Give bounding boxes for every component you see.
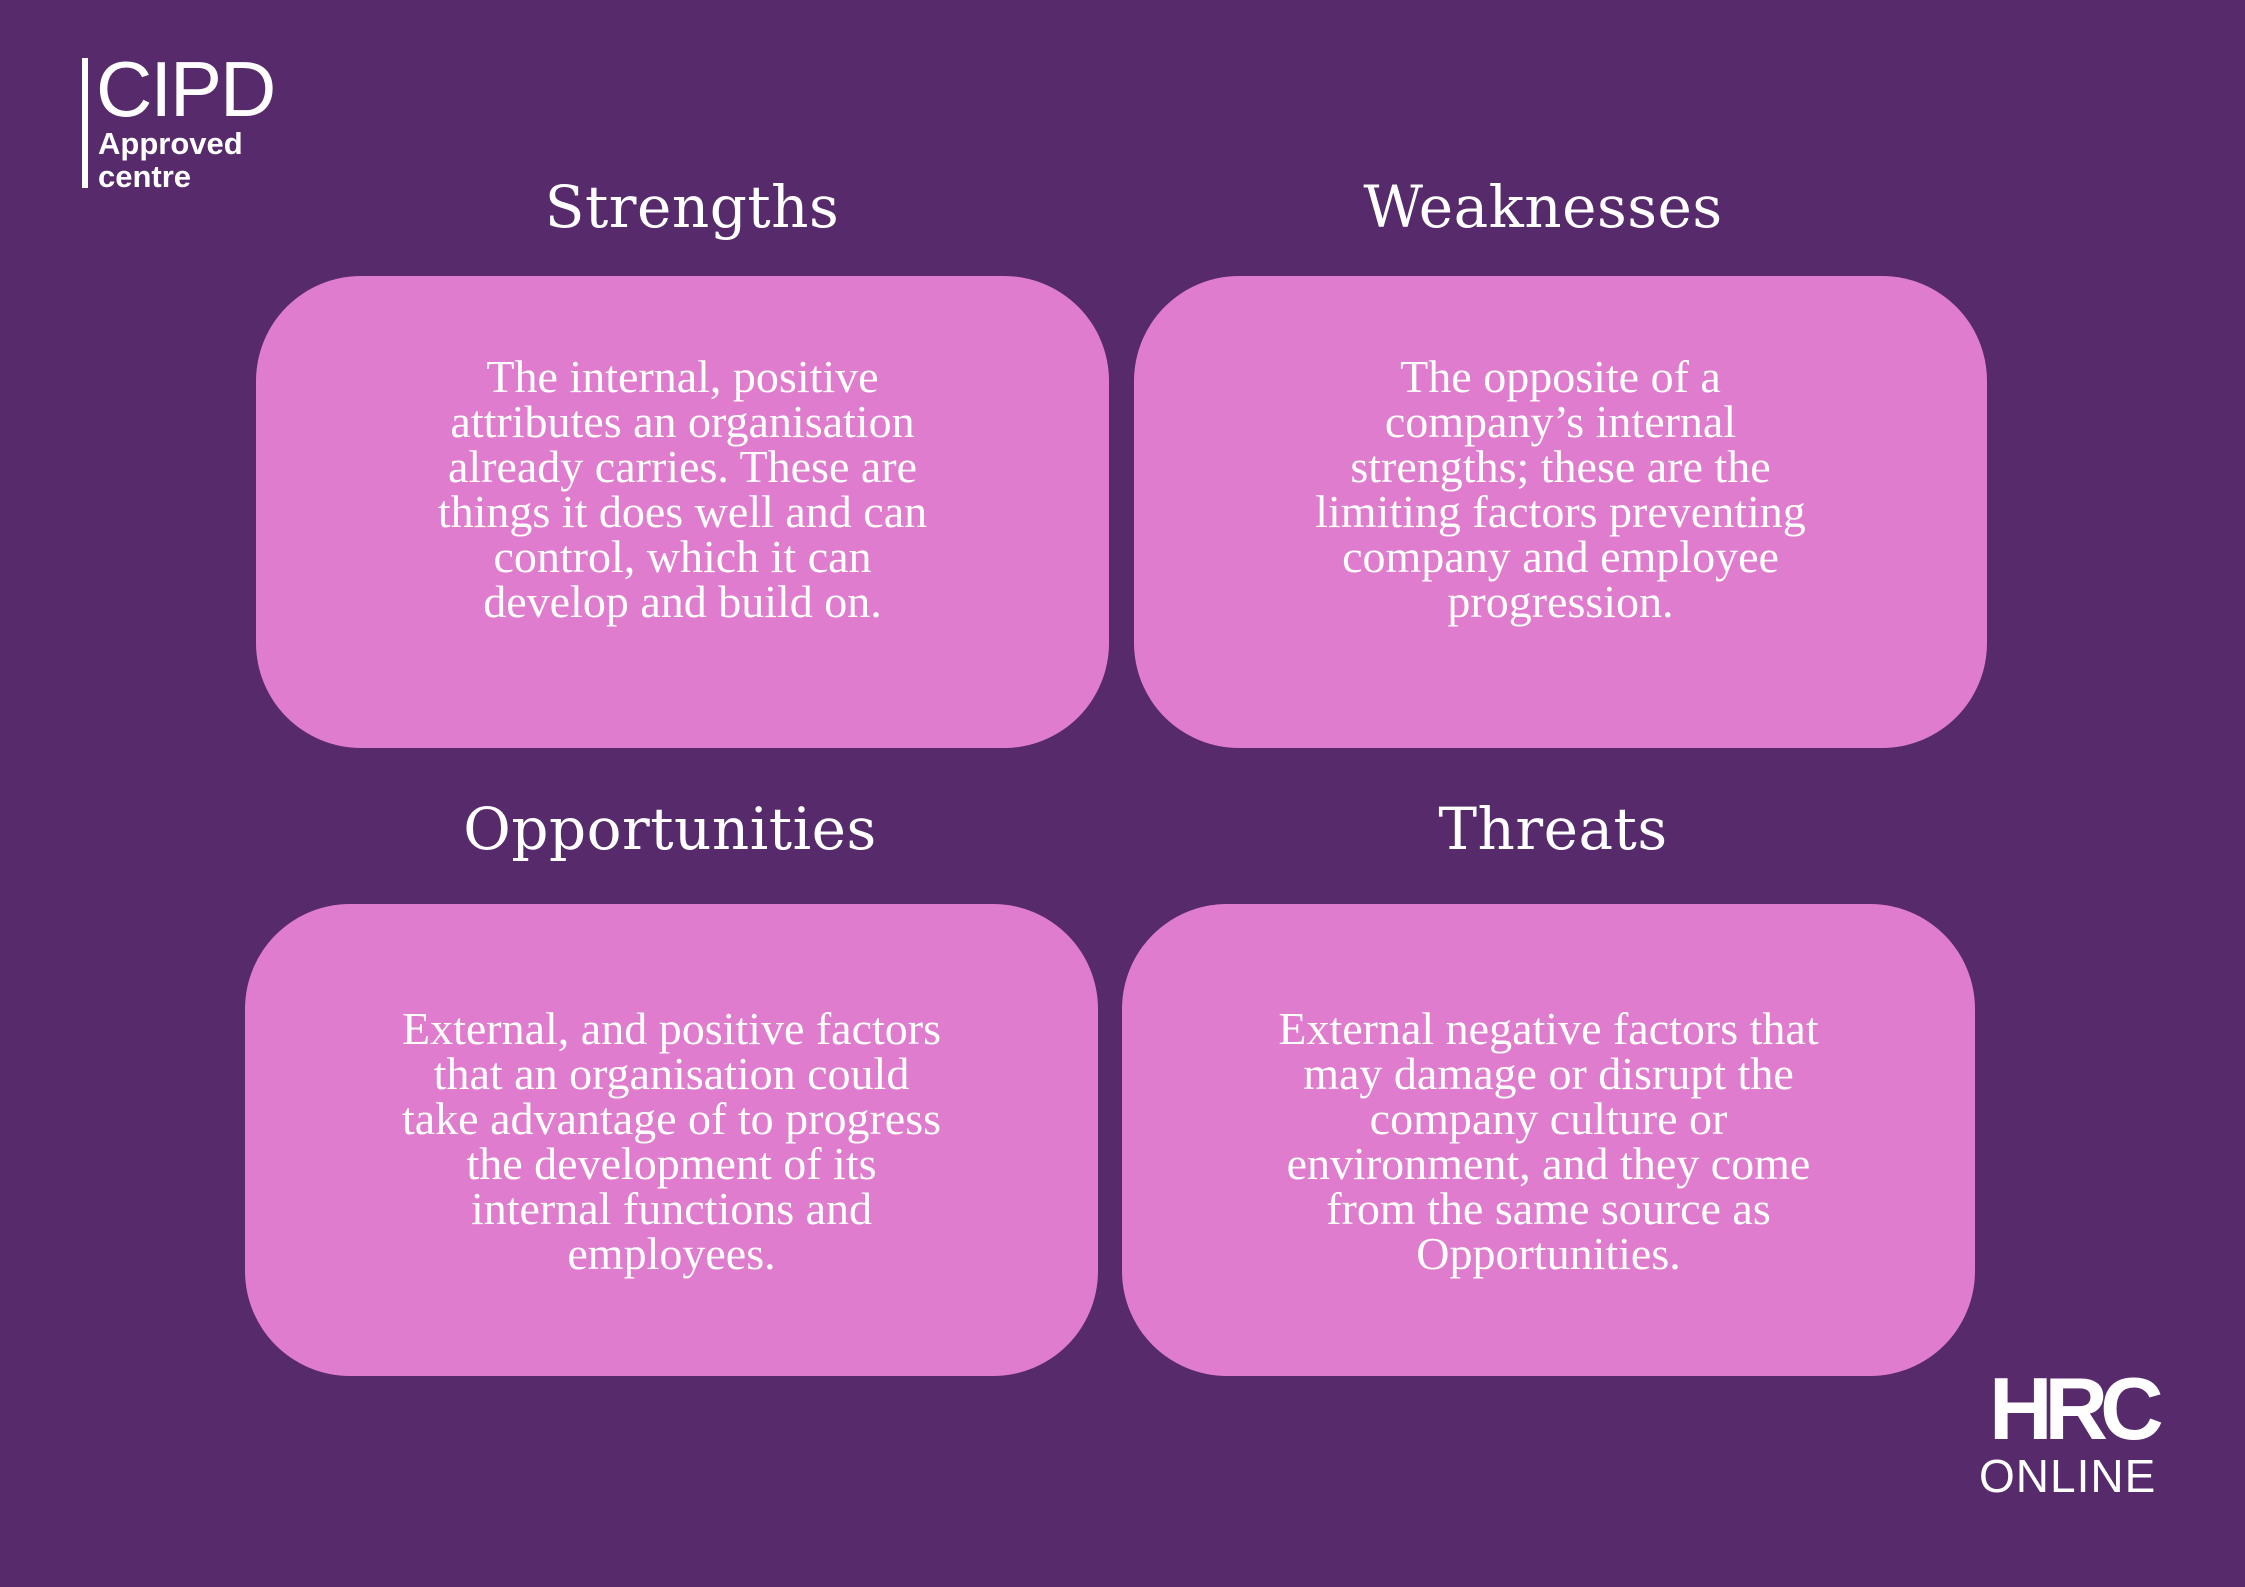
weaknesses-line: strengths; these are the xyxy=(1350,441,1771,492)
strengths-line: develop and build on. xyxy=(483,576,882,627)
weaknesses-line: limiting factors preventing xyxy=(1315,486,1806,537)
opportunities-description: External, and positive factors that an o… xyxy=(325,1003,1018,1279)
threats-heading: Threats xyxy=(1438,795,1668,863)
weaknesses-line: company’s internal xyxy=(1384,396,1737,447)
weaknesses-description: The opposite of a company’s internal str… xyxy=(1214,351,1907,627)
weaknesses-card: The opposite of a company’s internal str… xyxy=(1134,276,1987,748)
hrc-online-logo: HRC ONLINE xyxy=(1975,1359,2164,1505)
logo-divider-bar xyxy=(82,58,88,188)
threats-card: External negative factors that may damag… xyxy=(1122,904,1975,1376)
weaknesses-heading: Weaknesses xyxy=(1363,173,1723,241)
threats-line: environment, and they come xyxy=(1286,1138,1811,1189)
opportunities-line: External, and positive factors xyxy=(401,1003,942,1054)
strengths-card: The internal, positive attributes an org… xyxy=(256,276,1109,748)
strengths-line: The internal, positive xyxy=(486,351,879,402)
strengths-heading: Strengths xyxy=(544,173,840,241)
opportunities-card: External, and positive factors that an o… xyxy=(245,904,1098,1376)
weaknesses-line: progression. xyxy=(1447,576,1674,627)
strengths-description: The internal, positive attributes an org… xyxy=(336,351,1029,627)
opportunities-line: internal functions and xyxy=(470,1183,873,1234)
weaknesses-line: The opposite of a xyxy=(1400,351,1721,402)
threats-line: company culture or xyxy=(1369,1093,1728,1144)
cipd-approved-centre-logo: CIPD Approved centre xyxy=(80,50,320,194)
cipd-wordmark: CIPD xyxy=(96,45,276,133)
strengths-line: control, which it can xyxy=(493,531,872,582)
opportunities-line: take advantage of to progress xyxy=(401,1093,942,1144)
opportunities-heading: Opportunities xyxy=(463,795,877,863)
hrc-wordmark: HRC xyxy=(1989,1359,2164,1458)
threats-line: may damage or disrupt the xyxy=(1303,1048,1794,1099)
threats-line: from the same source as xyxy=(1326,1183,1771,1234)
threats-line: External negative factors that xyxy=(1278,1003,1819,1054)
weaknesses-line: company and employee xyxy=(1342,531,1779,582)
cipd-approved-text: Approved xyxy=(98,126,243,161)
opportunities-line: that an organisation could xyxy=(433,1048,910,1099)
hrc-online-text: ONLINE xyxy=(1979,1450,2157,1502)
cipd-centre-text: centre xyxy=(98,159,192,194)
opportunities-line: the development of its xyxy=(466,1138,877,1189)
strengths-line: already carries. These are xyxy=(447,441,918,492)
threats-line: Opportunities. xyxy=(1416,1228,1681,1279)
strengths-line: things it does well and can xyxy=(437,486,928,537)
strengths-line: attributes an organisation xyxy=(450,396,915,447)
threats-description: External negative factors that may damag… xyxy=(1202,1003,1895,1279)
opportunities-line: employees. xyxy=(567,1228,776,1279)
